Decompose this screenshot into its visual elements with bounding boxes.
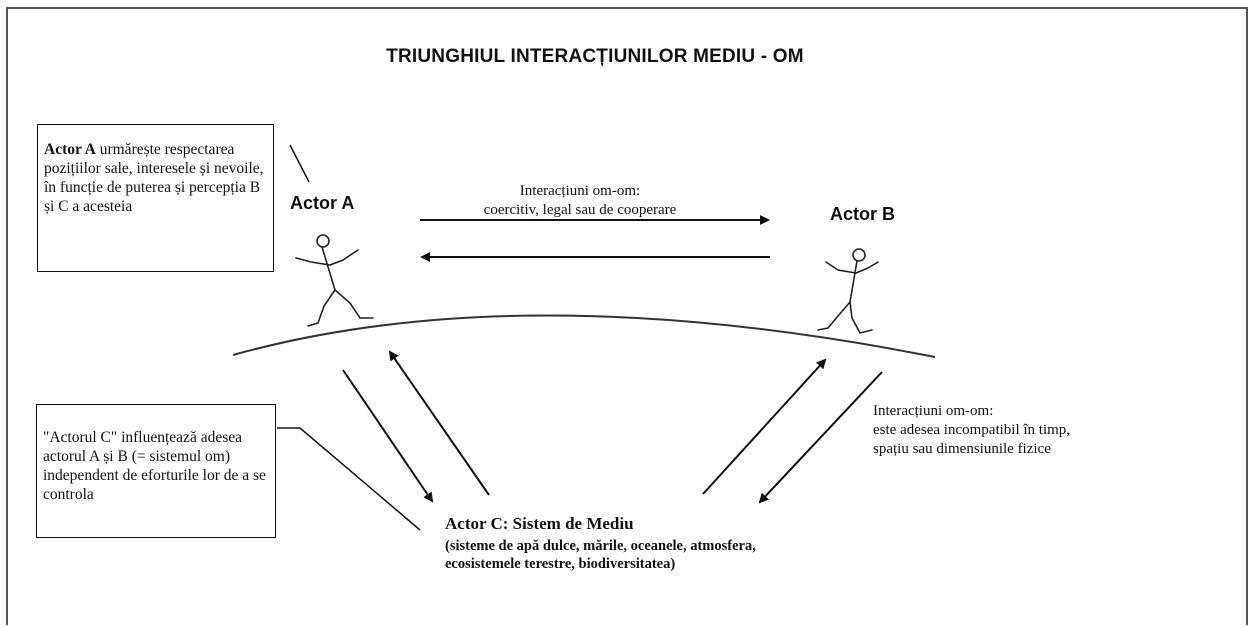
ab-interaction-line2: coercitiv, legal sau de cooperare [483,202,677,218]
actor-a-box-text: urmărește respectarea pozițiilor sale, i… [44,141,264,215]
arrow-c-to-b [702,358,827,495]
ab-interaction-line1: Interacțiuni om-om: [519,183,641,199]
right-interaction-line3: spațiu sau dimensiunile fizice [873,441,1051,457]
actor-a-label: Actor A [290,193,355,213]
actor-b-label: Actor B [830,204,896,224]
right-interaction-line1: Interacțiuni om-om: [873,403,994,419]
actor-c-description: (sisteme de apă dulce, mările, oceanele,… [445,538,756,572]
actor-a-box-bold: Actor A [44,141,96,158]
actor-c-title: Actor C: Sistem de Mediu [445,514,634,533]
right-interaction-text: Interacțiuni om-om: este adesea incompat… [873,402,1213,459]
arrow-b-to-c [758,371,883,504]
arrow-a-to-c [342,369,434,503]
right-interaction-line2: este adesea incompatibil în timp, [873,422,1071,438]
connector-a [289,144,310,183]
stick-figure-b [817,248,879,334]
ab-interaction-text: Interacțiuni om-om: coercitiv, legal sau… [430,182,730,220]
ground-arc [232,314,936,358]
connector-c [277,427,421,531]
diagram-title: TRIUNGHIUL INTERACȚIUNILOR MEDIU - OM [386,46,804,67]
diagram-frame [6,7,1248,625]
actor-c-influence-box: "Actorul C" influențează adesea actorul … [36,404,276,538]
arrow-c-to-a [388,350,490,496]
stick-figure-a [295,234,374,327]
actor-a-description-box: Actor A urmărește respectarea pozițiilor… [37,124,274,272]
